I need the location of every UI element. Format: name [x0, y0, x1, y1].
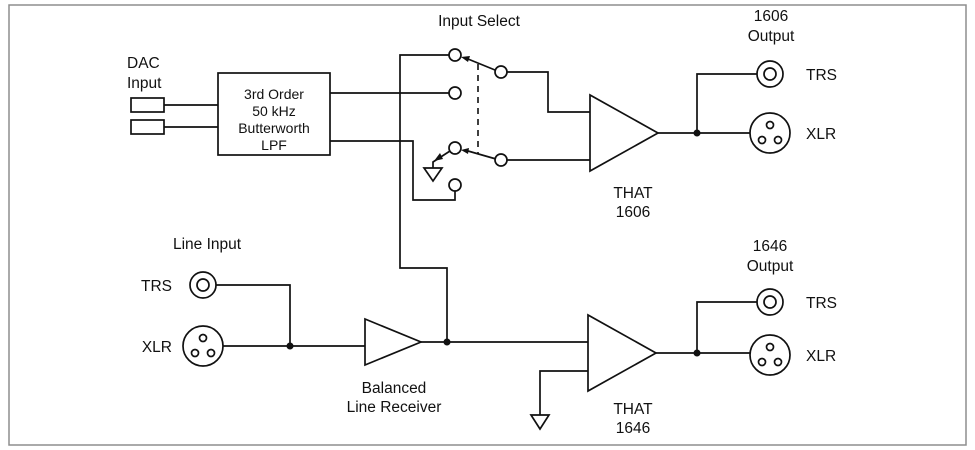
- receiver-section: Balanced Line Receiver: [347, 317, 588, 416]
- input-select-label: Input Select: [438, 13, 521, 30]
- output-1606-title-line2: Output: [748, 28, 795, 45]
- xlr-connector-icon: [749, 112, 791, 154]
- switch-contact-icon: [448, 48, 462, 62]
- switch-arm-bottom: [467, 150, 497, 160]
- xlr-pin-icon: [206, 348, 216, 358]
- wire-trs-input-branch: [216, 284, 291, 346]
- ground-icon: [529, 414, 551, 431]
- xlr-connector-icon: [749, 334, 791, 376]
- xlr-pin-icon: [773, 357, 783, 367]
- switch-ground-arrowhead-icon: [434, 153, 443, 161]
- lpf-label-line4: LPF: [261, 137, 287, 153]
- switch-arm-top: [467, 58, 496, 71]
- junction-dot: [693, 129, 701, 137]
- xlr-pin-icon: [765, 120, 775, 130]
- output-1606-title-line1: 1606: [754, 8, 788, 25]
- wire-receiver-to-switch: [399, 54, 449, 342]
- switch-arm-bottom-arrowhead-icon: [461, 148, 469, 154]
- wire-1646-trs-branch: [696, 301, 757, 353]
- xlr-pin-icon: [198, 333, 208, 343]
- lpf-label-line3: Butterworth: [238, 120, 310, 136]
- dac-pin-connector-icon: [130, 97, 165, 113]
- that-1646-section: THAT 1646: [529, 313, 658, 437]
- line-input-title: Line Input: [173, 236, 242, 253]
- output-1646-section: 1646 Output TRS XLR: [656, 238, 837, 376]
- line-input-section: Line Input TRS XLR: [141, 236, 365, 367]
- output-1646-title-line1: 1646: [753, 238, 787, 255]
- trs-jack-inner-icon: [763, 67, 777, 81]
- switch-pole-icon: [494, 153, 508, 167]
- receiver-label-line1: Balanced: [362, 380, 427, 397]
- wire-switch-to-ground: [432, 150, 451, 168]
- ground-icon: [422, 167, 444, 183]
- switch-contact-icon: [448, 178, 462, 192]
- dac-input-section: DAC Input: [127, 55, 218, 135]
- wire-1606-trs-branch: [696, 73, 757, 133]
- input-select-switch: Input Select: [399, 13, 521, 342]
- dac-pin-connector-icon: [130, 119, 165, 135]
- wire-1646-ground: [539, 370, 588, 415]
- xlr-pin-icon: [773, 135, 783, 145]
- output-1606-xlr-label: XLR: [806, 126, 836, 143]
- switch-arm-top-arrowhead-icon: [461, 56, 470, 62]
- dac-input-label-line2: Input: [127, 75, 162, 92]
- that-1646-label-line2: 1646: [616, 420, 650, 437]
- xlr-pin-icon: [190, 348, 200, 358]
- trs-jack-inner-icon: [196, 278, 210, 292]
- that-1646-amplifier-icon: [587, 313, 658, 393]
- output-1606-trs-label: TRS: [806, 67, 837, 84]
- line-input-trs-label: TRS: [141, 278, 172, 295]
- line-receiver-amplifier-icon: [364, 317, 424, 367]
- receiver-label-line2: Line Receiver: [347, 399, 442, 416]
- lpf-block: 3rd Order 50 kHz Butterworth LPF: [217, 72, 456, 201]
- switch-contact-icon: [448, 86, 462, 100]
- xlr-pin-icon: [757, 135, 767, 145]
- lpf-label-line1: 3rd Order: [244, 86, 304, 102]
- diagram-border: [8, 4, 967, 446]
- line-input-xlr-label: XLR: [142, 339, 172, 356]
- output-1646-title-line2: Output: [747, 258, 794, 275]
- trs-jack-inner-icon: [763, 295, 777, 309]
- output-1646-trs-label: TRS: [806, 295, 837, 312]
- that-1606-label-line1: THAT: [613, 185, 653, 202]
- junction-dot: [286, 342, 294, 350]
- switch-pole-icon: [494, 65, 508, 79]
- that-1646-label-line1: THAT: [613, 401, 653, 418]
- that-1606-label-line2: 1606: [616, 204, 650, 221]
- lpf-box: [217, 72, 331, 156]
- switch-contact-icon: [448, 141, 462, 155]
- wire-pole-a-to-1606: [507, 71, 590, 113]
- xlr-connector-icon: [182, 325, 224, 367]
- output-1646-xlr-label: XLR: [806, 348, 836, 365]
- xlr-pin-icon: [765, 342, 775, 352]
- dac-input-label-line1: DAC: [127, 55, 160, 72]
- that-1606-section: THAT 1606: [507, 71, 660, 221]
- that-1606-amplifier-icon: [589, 93, 660, 173]
- output-1606-section: 1606 Output TRS XLR: [658, 8, 837, 154]
- lpf-label-line2: 50 kHz: [252, 103, 296, 119]
- wire-lpf-out-minus: [330, 140, 456, 201]
- junction-dot: [693, 349, 701, 357]
- xlr-pin-icon: [757, 357, 767, 367]
- junction-dot: [443, 338, 451, 346]
